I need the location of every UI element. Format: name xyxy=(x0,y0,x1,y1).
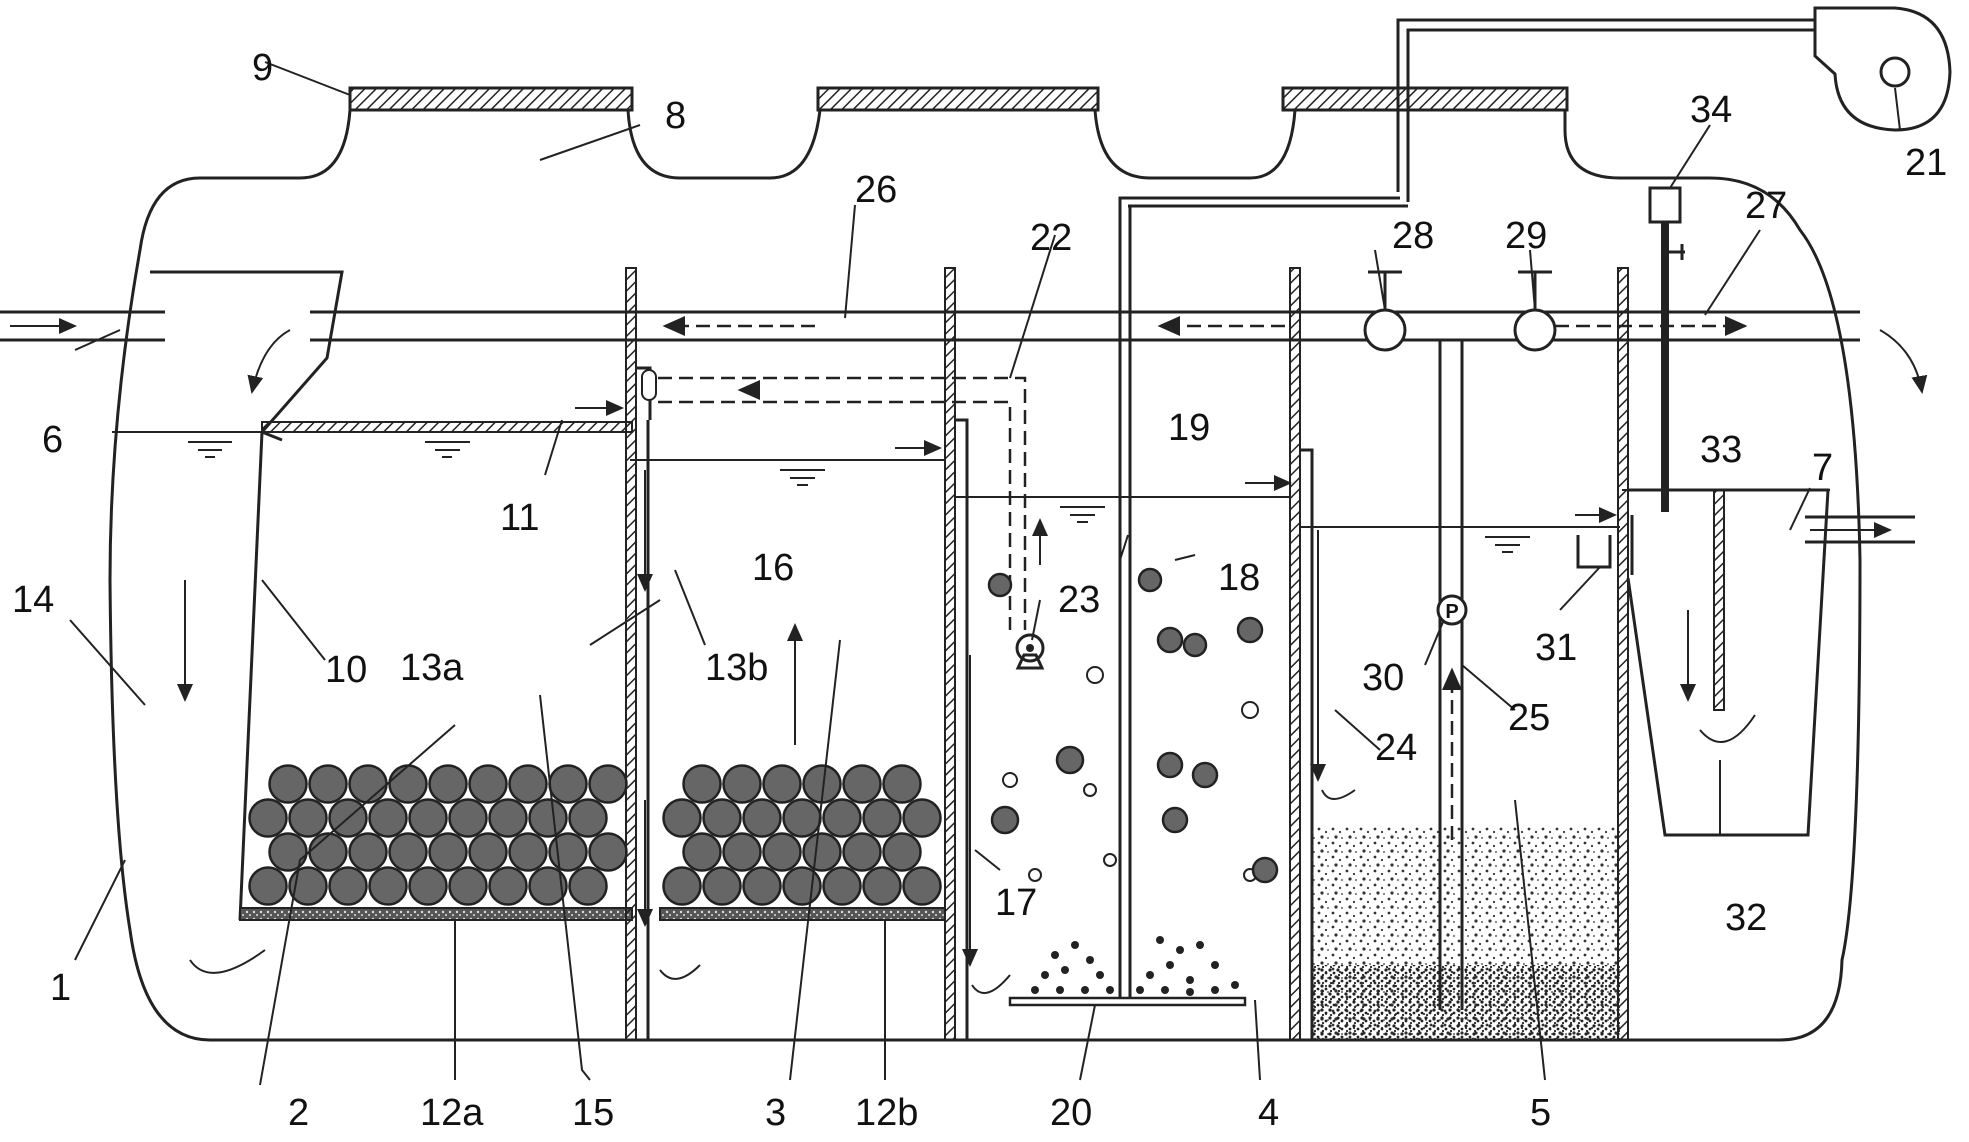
label-11: 11 xyxy=(500,497,539,539)
label-19: 19 xyxy=(1168,407,1210,449)
aerator-20 xyxy=(1008,996,1247,1007)
label-34: 34 xyxy=(1690,89,1732,131)
label-15: 15 xyxy=(572,1092,614,1134)
label-30: 30 xyxy=(1362,657,1404,699)
sludge-return-22 xyxy=(658,376,1027,630)
label-23: 23 xyxy=(1058,579,1100,621)
baffle-33 xyxy=(1713,489,1725,711)
label-12a: 12a xyxy=(420,1092,484,1134)
valve-29 xyxy=(1513,308,1557,352)
label-13b: 13b xyxy=(705,647,768,689)
label-22: 22 xyxy=(1030,217,1072,259)
inlet-baffle xyxy=(150,270,344,442)
label-25: 25 xyxy=(1508,697,1550,739)
label-18: 18 xyxy=(1218,557,1260,599)
manhole-cover-3 xyxy=(1281,86,1569,112)
dosing-device-34 xyxy=(1648,186,1682,224)
label-12b: 12b xyxy=(855,1092,918,1134)
filler-balls-13b xyxy=(662,764,942,906)
aeration-bubbles xyxy=(987,567,1279,996)
hopper-32 xyxy=(1626,488,1830,837)
label-13a: 13a xyxy=(400,647,464,689)
air-branch xyxy=(1118,196,1400,200)
filler-balls-13a xyxy=(248,764,628,906)
label-24: 24 xyxy=(1375,727,1417,769)
weir-31 xyxy=(1576,535,1612,569)
blower-housing xyxy=(1813,6,1952,132)
label-3: 3 xyxy=(765,1092,786,1134)
blower-fan xyxy=(1879,56,1911,88)
label-7: 7 xyxy=(1812,447,1833,489)
support-plate-12a xyxy=(239,907,633,921)
label-31: 31 xyxy=(1535,627,1577,669)
wall-5-6 xyxy=(1617,267,1629,1041)
label-17: 17 xyxy=(995,882,1037,924)
label-29: 29 xyxy=(1505,215,1547,257)
label-1: 1 xyxy=(50,967,71,1009)
label-5: 5 xyxy=(1530,1092,1551,1134)
manhole-cover-1 xyxy=(348,86,634,112)
wall-4-5 xyxy=(1289,267,1301,1041)
chamber2-baffle xyxy=(238,431,264,921)
wall-3-4 xyxy=(944,267,956,1041)
label-32: 32 xyxy=(1725,897,1767,939)
top-grid-11 xyxy=(261,421,633,433)
label-2: 2 xyxy=(288,1092,309,1134)
label-14: 14 xyxy=(12,579,54,621)
label-21: 21 xyxy=(1905,142,1947,184)
label-20: 20 xyxy=(1050,1092,1092,1134)
wall-2-3 xyxy=(625,267,637,1041)
label-9: 9 xyxy=(252,47,273,89)
label-6: 6 xyxy=(42,419,63,461)
water-level-marks xyxy=(188,441,1530,553)
leader-lines xyxy=(69,61,1901,1086)
label-26: 26 xyxy=(855,169,897,211)
pump-symbol: P xyxy=(1445,601,1458,623)
pump-30 xyxy=(1436,594,1468,626)
label-33: 33 xyxy=(1700,429,1742,471)
label-4: 4 xyxy=(1258,1092,1279,1134)
label-8: 8 xyxy=(665,95,686,137)
valve-28 xyxy=(1363,308,1407,352)
labels: 1 2 3 4 5 6 7 8 9 10 11 12a 12b 13a 13b … xyxy=(12,47,1947,1134)
airlift-pump-23 xyxy=(1015,633,1045,670)
support-plate-12b xyxy=(659,907,946,921)
label-28: 28 xyxy=(1392,215,1434,257)
label-27: 27 xyxy=(1745,185,1787,227)
manhole-cover-2 xyxy=(816,86,1100,112)
label-16: 16 xyxy=(752,547,794,589)
label-10: 10 xyxy=(325,649,367,691)
